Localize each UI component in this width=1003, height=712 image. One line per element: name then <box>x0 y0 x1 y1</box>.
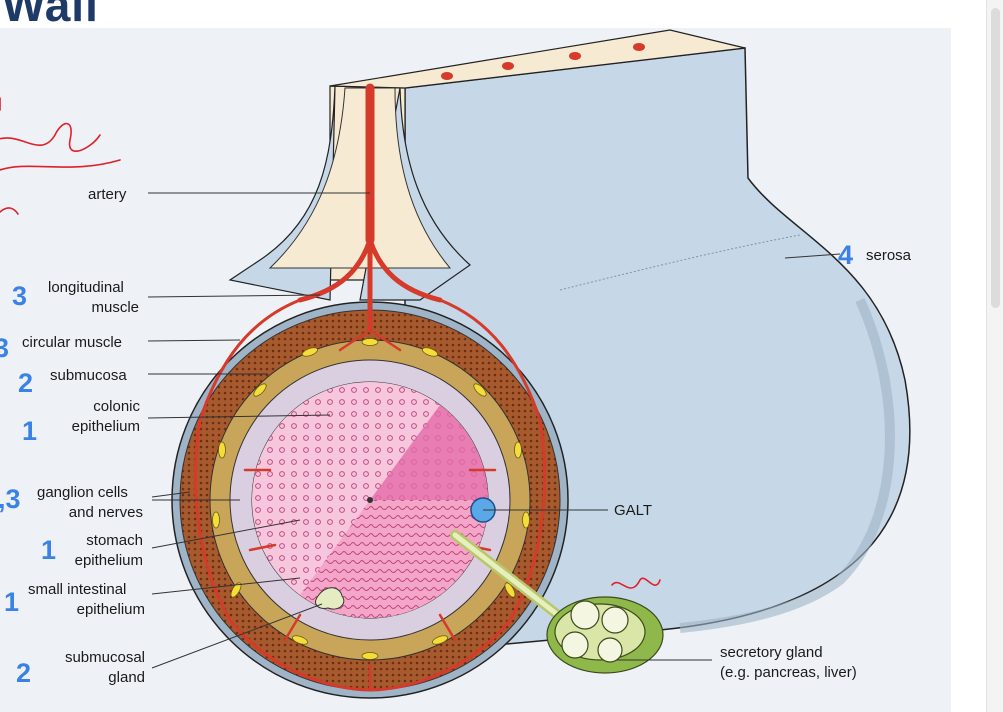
number-submucosa: 2 <box>18 368 33 398</box>
artery-branches <box>193 83 547 692</box>
vessel-section <box>502 62 514 70</box>
leader-lines <box>147 192 841 669</box>
label-longitudinal-1: longitudinal <box>48 279 124 296</box>
number-submucosal: 2 <box>16 658 31 688</box>
tube-shading <box>679 297 895 633</box>
label-longitudinal-2: muscle <box>91 299 139 316</box>
vertical-scrollbar[interactable] <box>986 0 1003 712</box>
number-stomach: 1 <box>41 535 56 565</box>
vessel-section <box>569 52 581 60</box>
label-colonic-1: colonic <box>93 398 140 415</box>
number-circular: 3 <box>0 333 9 363</box>
vessel-section <box>633 43 645 51</box>
label-secretory-1: secretory gland <box>720 644 823 661</box>
lumen-center <box>367 497 373 503</box>
handwriting-annotation <box>0 97 661 589</box>
label-serosa: serosa <box>866 247 912 264</box>
label-stomach-2: epithelium <box>75 552 143 569</box>
label-submucosal-1: submucosal <box>65 649 145 666</box>
label-secretory-2: (e.g. pancreas, liver) <box>720 664 857 681</box>
label-circular: circular muscle <box>22 334 122 351</box>
label-artery: artery <box>88 186 127 203</box>
page-title: Wall <box>2 0 99 31</box>
vessel-section <box>441 72 453 80</box>
number-small: 1 <box>4 587 19 617</box>
label-galt: GALT <box>614 502 652 519</box>
label-small-1: small intestinal <box>28 581 126 598</box>
scrollbar-thumb[interactable] <box>991 8 1000 308</box>
label-small-2: epithelium <box>77 601 145 618</box>
label-ganglion-1: ganglion cells <box>37 484 128 501</box>
number-serosa: 4 <box>838 240 853 270</box>
small-intestinal-villi <box>300 500 489 619</box>
number-colonic: 1 <box>22 416 37 446</box>
mesentery-core <box>268 87 452 269</box>
label-stomach-1: stomach <box>86 532 143 549</box>
label-submucosa: submucosa <box>50 367 127 384</box>
label-ganglion-2: and nerves <box>69 504 143 521</box>
stomach-epithelium <box>370 405 488 500</box>
secretory-gland <box>546 596 664 674</box>
label-colonic-2: epithelium <box>72 418 140 435</box>
ganglion-cells <box>212 338 530 660</box>
number-longitudinal: 3 <box>12 281 27 311</box>
number-ganglion: ,3 <box>0 484 21 514</box>
label-submucosal-2: gland <box>108 669 145 686</box>
